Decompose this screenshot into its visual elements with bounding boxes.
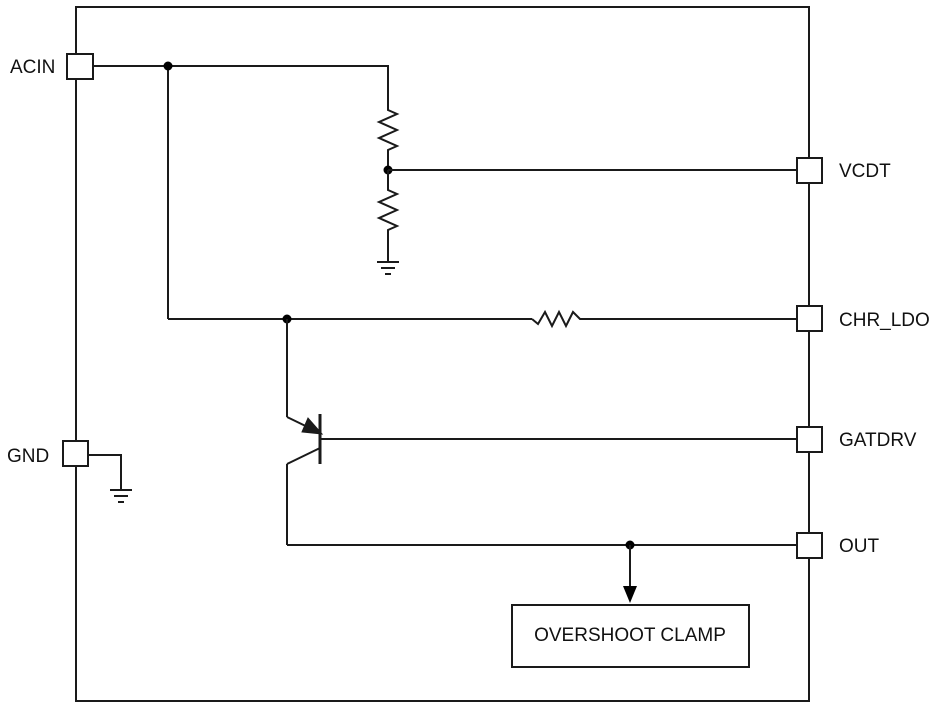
down-arrow-icon <box>623 586 637 603</box>
divider-upper-resistor <box>376 104 400 170</box>
divider-ground-icon <box>377 261 399 275</box>
overshoot-clamp-label: OVERSHOOT CLAMP <box>534 625 726 646</box>
out-label: OUT <box>839 536 880 557</box>
acin-label: ACIN <box>10 57 55 78</box>
gnd-pad <box>62 440 89 467</box>
pnp-transistor-icon <box>286 319 324 545</box>
chr-ldo-label: CHR_LDO <box>839 310 930 331</box>
gnd-label: GND <box>7 446 49 467</box>
vcdt-label: VCDT <box>839 161 891 182</box>
gatdrv-label: GATDRV <box>839 430 917 451</box>
acin-junction-dot <box>163 61 173 71</box>
out-pad <box>796 532 823 559</box>
acin-pad <box>66 53 94 80</box>
chr-ldo-resistor <box>531 309 799 329</box>
acin-wire <box>94 65 389 104</box>
gnd-ground-icon <box>110 489 132 503</box>
gatdrv-pad <box>796 426 823 453</box>
chip-outline <box>75 6 810 702</box>
gnd-wire <box>88 454 122 490</box>
chr-ldo-pad <box>796 305 823 332</box>
overshoot-clamp-block <box>511 604 750 668</box>
vcdt-pad <box>796 157 823 184</box>
divider-lower-resistor <box>376 170 400 262</box>
